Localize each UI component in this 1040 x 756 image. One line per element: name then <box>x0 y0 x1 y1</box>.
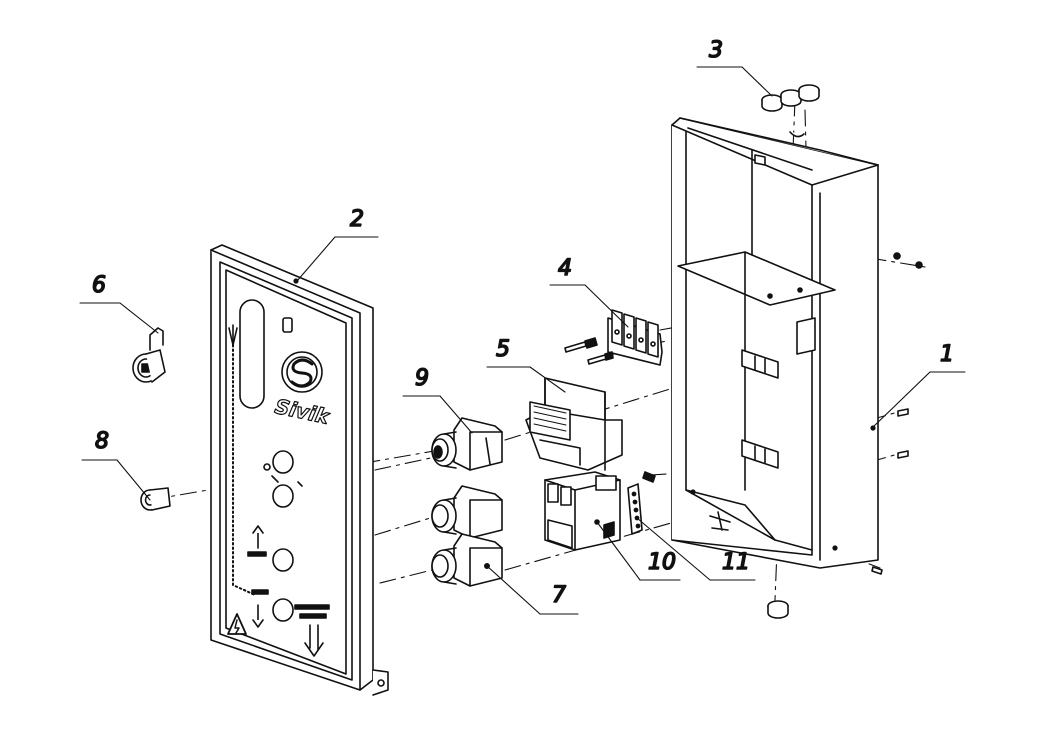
terminal-screws <box>564 337 614 365</box>
callout-7: 7 <box>552 583 566 608</box>
callout-1: 1 <box>940 342 954 367</box>
pushbutton-middle <box>431 485 503 539</box>
callout-5: 5 <box>496 337 510 362</box>
enclosure-housing <box>671 117 879 569</box>
callout-4: 4 <box>558 256 572 281</box>
terminal-strip <box>627 471 731 535</box>
callout-11: 11 <box>722 550 750 575</box>
terminal-block <box>607 309 663 366</box>
pushbutton-bottom <box>431 533 503 587</box>
callout-9: 9 <box>415 366 429 391</box>
enclosure-screws <box>871 252 923 575</box>
contactor <box>544 471 621 551</box>
panel-lock <box>132 327 166 383</box>
cable-grommets <box>761 84 820 619</box>
pushbutton-top <box>431 417 503 471</box>
callout-10: 10 <box>648 550 676 575</box>
callout-8: 8 <box>95 429 109 454</box>
callout-leaders <box>79 66 966 615</box>
lamp-bushing <box>140 487 171 511</box>
front-panel <box>210 244 389 696</box>
circuit-breaker <box>525 377 623 471</box>
callout-6: 6 <box>92 273 106 298</box>
callout-2: 2 <box>350 207 364 232</box>
callout-3: 3 <box>709 38 723 63</box>
